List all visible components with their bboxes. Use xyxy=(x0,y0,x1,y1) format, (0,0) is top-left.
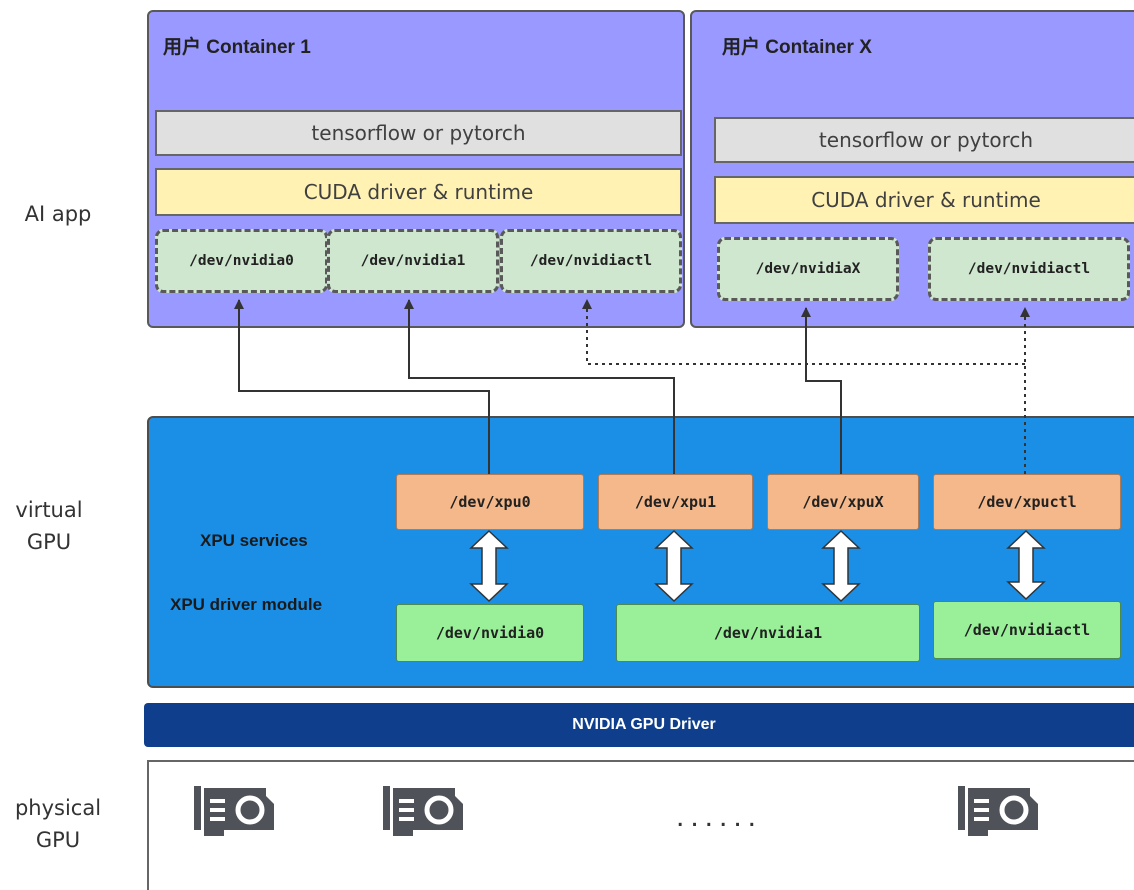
xpu-driver-module-label: XPU driver module xyxy=(170,595,323,614)
arrow-xpu0-to-nvidia0 xyxy=(234,299,490,474)
container-1-framework-bar: tensorflow or pytorch xyxy=(155,110,682,156)
driver-device-nvidiactl: /dev/nvidiactl xyxy=(933,601,1121,659)
layer-label-physical-gpu: physical GPU xyxy=(8,792,108,856)
xpu-device-xpu0: /dev/xpu0 xyxy=(396,474,584,530)
xpu-device-xpuctl: /dev/xpuctl xyxy=(933,474,1121,530)
container-1-title: 用户 Container 1 xyxy=(163,37,311,58)
container-x-device-nvidiaX: /dev/nvidiaX xyxy=(717,237,899,301)
xpu-services-label: XPU services xyxy=(200,531,308,550)
double-arrow-icon-1 xyxy=(469,529,509,603)
container-1-device-nvidia1: /dev/nvidia1 xyxy=(327,229,499,293)
arrow-xpu1-to-nvidia1 xyxy=(404,299,675,474)
container-x-framework-bar: tensorflow or pytorch xyxy=(714,117,1134,163)
layer-label-physical-gpu-line1: physical xyxy=(14,796,102,820)
layer-label-physical-gpu-line2: GPU xyxy=(35,828,81,852)
gpu-card-icon-1 xyxy=(194,786,274,836)
xpu-device-xpu1: /dev/xpu1 xyxy=(598,474,753,530)
container-x-title: 用户 Container X xyxy=(722,37,872,58)
container-1-cuda-bar: CUDA driver & runtime xyxy=(155,168,682,216)
nvidia-gpu-driver-bar: NVIDIA GPU Driver xyxy=(144,703,1134,747)
gpu-card-icon-2 xyxy=(383,786,463,836)
double-arrow-icon-3 xyxy=(821,529,861,603)
arrow-xpuX-to-nvidiaX xyxy=(801,307,842,474)
container-x-device-nvidiactl: /dev/nvidiactl xyxy=(928,237,1130,301)
container-1-device-nvidia0: /dev/nvidia0 xyxy=(155,229,328,293)
driver-device-nvidia0: /dev/nvidia0 xyxy=(396,604,584,662)
layer-label-ai-app: AI app xyxy=(24,202,92,226)
double-arrow-icons xyxy=(469,529,1046,603)
container-x-cuda-bar: CUDA driver & runtime xyxy=(714,176,1134,224)
double-arrow-icon-4 xyxy=(1006,529,1046,601)
layer-label-virtual-gpu-line1: virtual xyxy=(15,498,83,522)
container-1-device-nvidiactl: /dev/nvidiactl xyxy=(500,229,682,293)
gpu-card-icon-3 xyxy=(958,786,1038,836)
double-arrow-icon-2 xyxy=(654,529,694,603)
physical-gpu-ellipsis: ...... xyxy=(676,800,763,833)
layer-label-virtual-gpu-line2: GPU xyxy=(26,530,72,554)
driver-device-nvidia1: /dev/nvidia1 xyxy=(616,604,920,662)
xpu-device-xpuX: /dev/xpuX xyxy=(767,474,919,530)
layer-label-virtual-gpu: virtual GPU xyxy=(10,494,88,558)
